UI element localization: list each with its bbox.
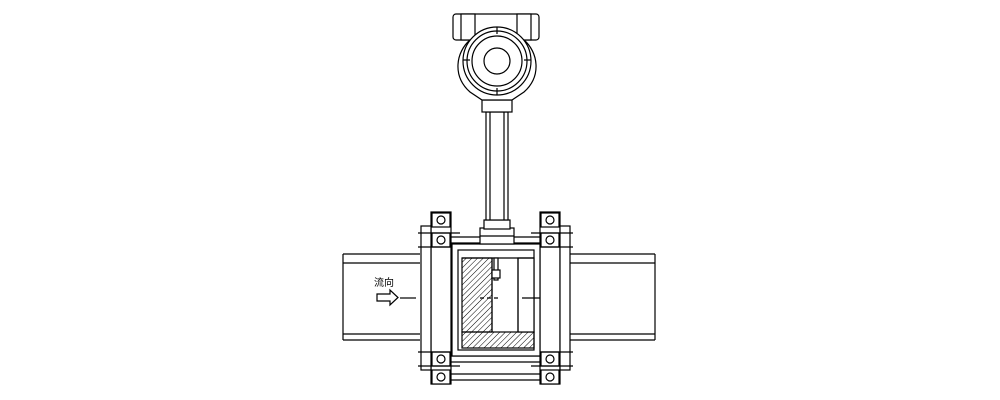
- sensor-probe: [491, 257, 501, 281]
- flow-direction-arrow-icon: [376, 288, 399, 307]
- transmitter-stem: [481, 99, 513, 221]
- inlet-pipe: [342, 253, 420, 341]
- mounting-boss: [479, 219, 515, 245]
- right-flange: [531, 211, 573, 385]
- flow-direction-label: 流向: [374, 276, 394, 289]
- transmitter-head: [452, 13, 540, 101]
- left-flange: [418, 211, 460, 385]
